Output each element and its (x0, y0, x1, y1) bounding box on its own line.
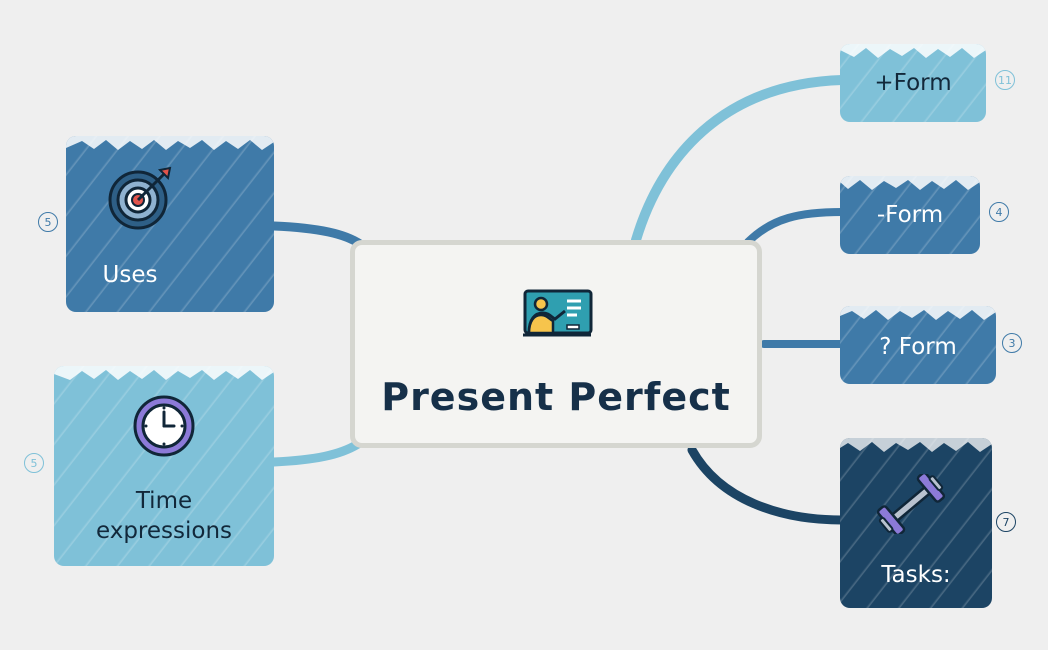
node-label-line-2: expressions (95, 518, 233, 544)
count-badge: 7 (996, 512, 1016, 532)
count-badge: 3 (1002, 333, 1022, 353)
connector-time (269, 439, 363, 467)
teacher-board-icon (523, 289, 593, 337)
node-time-expressions[interactable]: Time expressions (54, 366, 274, 566)
node-label: -Form (876, 202, 944, 228)
node-question-form[interactable]: ? Form (840, 306, 996, 384)
node-label: Uses (102, 262, 158, 288)
count-badge: 5 (38, 212, 58, 232)
count-badge: 4 (989, 202, 1009, 222)
central-topic[interactable]: Present Perfect (350, 240, 762, 448)
node-label: ? Form (879, 334, 957, 360)
node-plus-form[interactable]: +Form (840, 44, 986, 122)
node-label-line-1: Time (135, 488, 193, 514)
central-topic-title: Present Perfect (381, 375, 731, 419)
dumbbell-icon (876, 474, 946, 534)
count-badge: 11 (995, 70, 1015, 90)
node-label: Tasks: (881, 562, 951, 588)
node-tasks[interactable]: Tasks: (840, 438, 992, 608)
connector-tasks (687, 445, 847, 525)
node-label: +Form (874, 70, 952, 96)
connector-minus (744, 208, 846, 246)
connector-plus (631, 75, 847, 245)
clock-icon (133, 395, 195, 457)
count-badge: 5 (24, 453, 44, 473)
node-uses[interactable]: Uses (66, 136, 274, 312)
node-minus-form[interactable]: -Form (840, 176, 980, 254)
connector-uses (269, 221, 365, 249)
target-icon (108, 166, 172, 230)
